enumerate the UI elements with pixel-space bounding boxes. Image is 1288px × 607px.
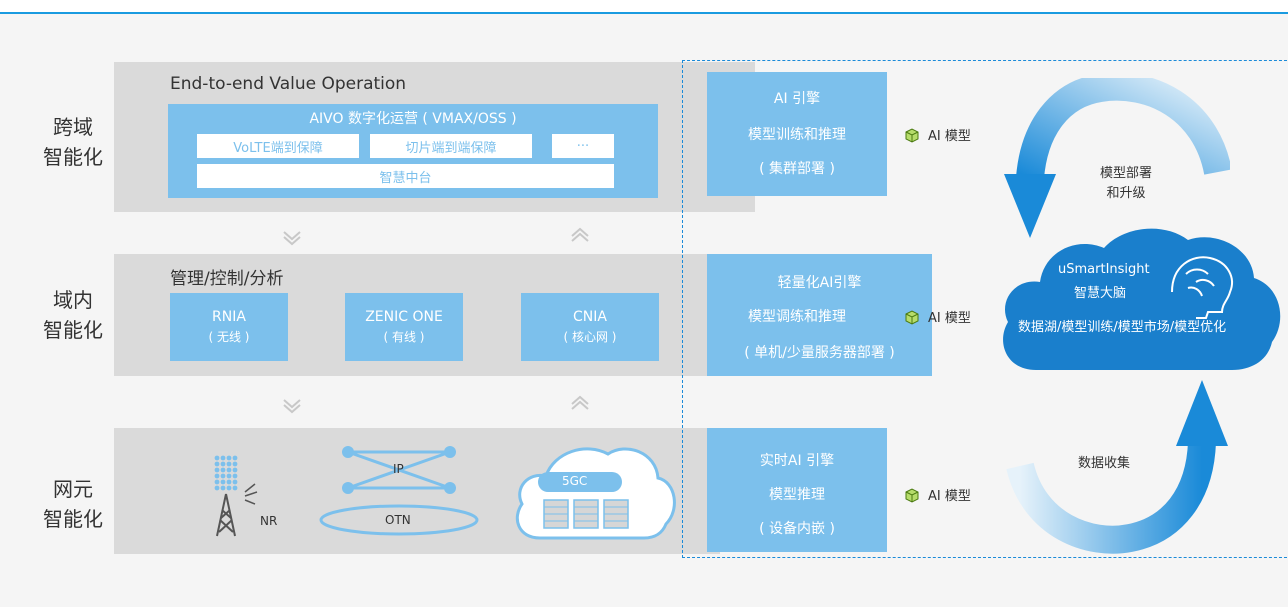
engine-realtime: 实时AI 引擎 模型推理 ( 设备内嵌 ) [707, 428, 887, 552]
ai-engine-region [682, 60, 1288, 558]
cnia-box: CNIA ( 核心网 ) [521, 293, 659, 361]
engine-cluster-title: AI 引擎 [773, 91, 821, 107]
ai-model-label: AI 模型 [928, 129, 971, 144]
zenic-box: ZENIC ONE ( 有线 ) [345, 293, 463, 361]
ai-model-label: AI 模型 [928, 311, 971, 326]
nr-label: NR [260, 514, 278, 528]
collect-arrow-label: 数据收集 [1078, 456, 1131, 471]
rnia-box: RNIA ( 无线 ) [170, 293, 288, 361]
5gc-label: 5GC [562, 474, 588, 488]
slice-box: 切片端到端保障 [370, 134, 532, 158]
more-box: ··· [552, 134, 614, 158]
deploy-arrow-label: 模型部署 和升级 [1100, 166, 1153, 201]
ip-otn-network-icon [319, 446, 479, 536]
ip-label: IP [393, 462, 404, 476]
engine-cluster: AI 引擎 模型训练和推理 ( 集群部署 ) [707, 72, 887, 196]
ai-model-2: AI 模型 [904, 307, 971, 326]
cnia-sub: ( 核心网 ) [563, 330, 617, 344]
brain-cn: 智慧大脑 [1074, 286, 1127, 301]
ai-model-3: AI 模型 [904, 485, 971, 504]
engine-light-desc: 模型调练和推理 [748, 309, 846, 325]
engine-lightweight: 轻量化AI引擎 模型调练和推理 ( 单机/少量服务器部署 ) [707, 254, 932, 376]
chevron-up-icon [571, 227, 589, 242]
brain-name: uSmartInsight [1058, 262, 1150, 277]
chevron-down-icon [283, 399, 301, 414]
top-divider [0, 0, 1288, 14]
engine-cluster-deploy: ( 集群部署 ) [759, 161, 835, 177]
row-label-ne: 网元 智能化 [43, 477, 103, 531]
cube-icon [905, 487, 919, 503]
smart-brain-cloud [1003, 228, 1281, 370]
collect-arrow-icon [1006, 380, 1228, 554]
deploy-arrow-icon [1004, 78, 1230, 238]
engine-rt-deploy: ( 设备内嵌 ) [759, 521, 835, 537]
row-label-intra-domain: 域内 智能化 [43, 288, 103, 342]
engine-light-title: 轻量化AI引擎 [777, 275, 862, 291]
engine-light-deploy: ( 单机/少量服务器部署 ) [744, 345, 895, 361]
engine-cluster-desc: 模型训练和推理 [748, 127, 846, 143]
rnia-sub: ( 无线 ) [208, 330, 250, 344]
rnia-label: RNIA [212, 309, 246, 325]
engine-rt-desc: 模型推理 [769, 487, 825, 503]
chevron-up-icon [571, 395, 589, 410]
engine-rt-title: 实时AI 引擎 [759, 453, 835, 469]
chevron-down-icon [283, 231, 301, 246]
zenic-label: ZENIC ONE [365, 309, 443, 325]
volte-box: VoLTE端到保障 [197, 134, 359, 158]
brain-desc: 数据湖/模型训练/模型市场/模型优化 [1018, 320, 1227, 335]
aivo-label: AIVO 数字化运营 ( VMAX/OSS ) [309, 111, 517, 127]
otn-label: OTN [385, 513, 411, 527]
cnia-label: CNIA [573, 309, 607, 325]
panel2-title: 管理/控制/分析 [170, 269, 284, 289]
zenic-sub: ( 有线 ) [383, 330, 425, 344]
panel1-title: End-to-end Value Operation [170, 74, 407, 94]
nr-tower-icon [214, 455, 258, 537]
smart-middle-box: 智慧中台 [197, 164, 614, 188]
5gc-cloud-icon [516, 447, 676, 540]
cube-icon [905, 127, 919, 143]
row-label-cross-domain: 跨域 智能化 [43, 115, 103, 169]
ai-model-label: AI 模型 [928, 489, 971, 504]
cube-icon [905, 309, 919, 325]
ai-model-1: AI 模型 [904, 125, 971, 144]
